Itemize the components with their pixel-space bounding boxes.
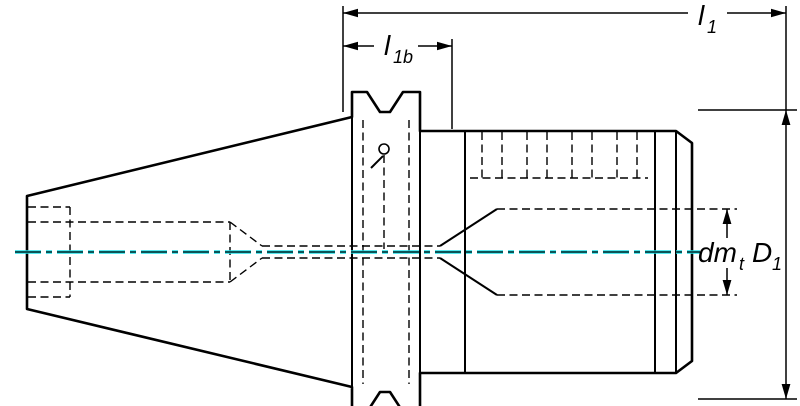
dmt-label-sub: t (739, 254, 745, 274)
dmt-label: dm (698, 237, 737, 268)
dimension-dmt: dm t (698, 209, 745, 295)
D1-label-sub: 1 (772, 254, 782, 274)
dimension-D1: D 1 (698, 109, 797, 400)
l1-label: l (698, 0, 705, 31)
dimension-l1: l 1 (342, 0, 787, 399)
l1b-label-sub: 1b (393, 47, 413, 67)
body-outline (25, 90, 694, 406)
dimension-l1b: l 1b (343, 30, 453, 129)
D1-label: D (752, 237, 772, 268)
l1b-label: l (384, 30, 391, 61)
flange-ball-detail (378, 143, 390, 155)
l1-label-sub: 1 (707, 17, 717, 37)
